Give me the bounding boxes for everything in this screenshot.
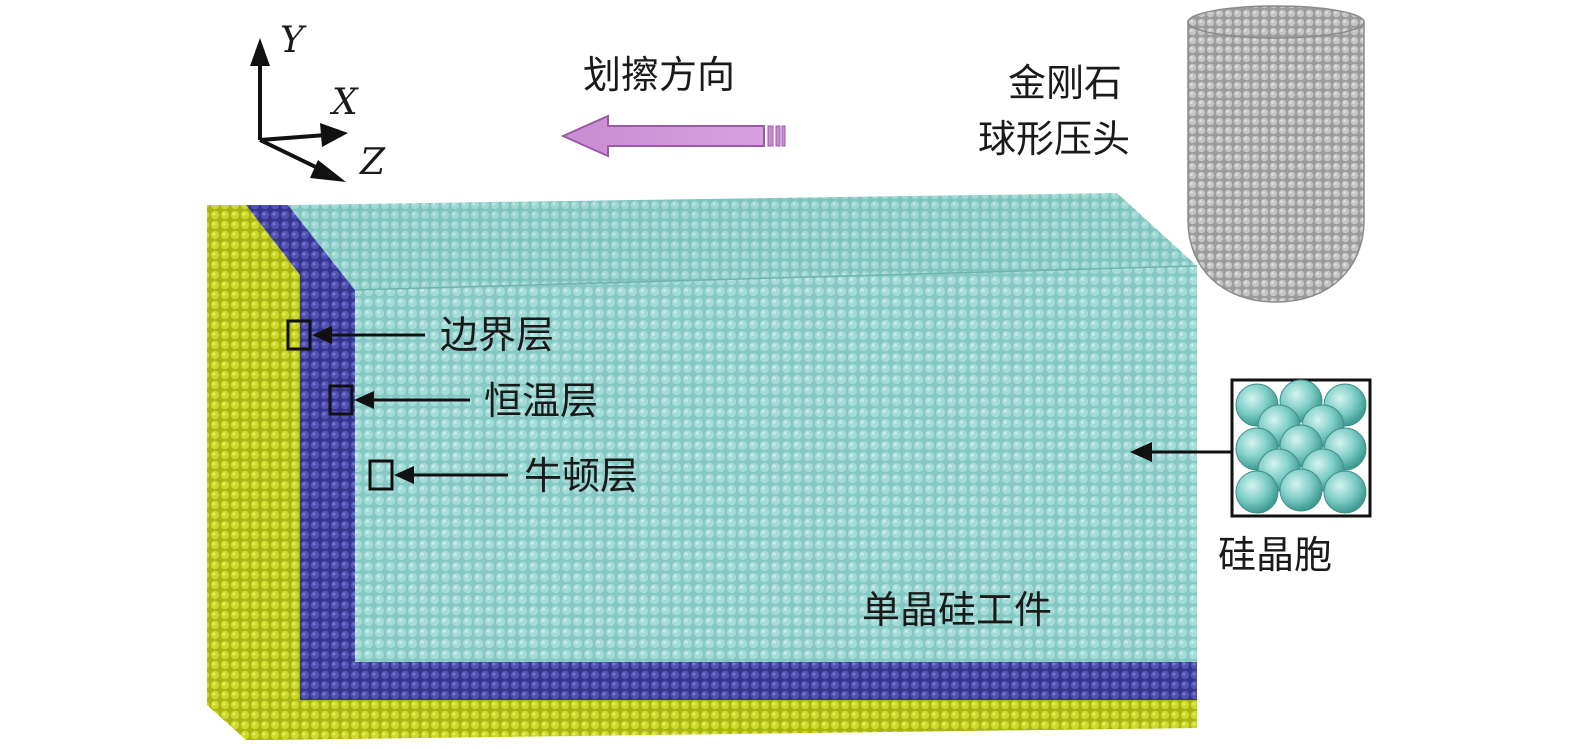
silicon-atom	[1279, 468, 1323, 512]
y-axis-arrowhead	[250, 38, 270, 66]
thermostat-layer-region	[246, 205, 1197, 700]
edge-line	[354, 265, 1198, 291]
x-axis-label: X	[329, 82, 359, 123]
diamond-indenter: 金刚石 球形压头	[978, 5, 1365, 303]
y-axis-label: Y	[280, 20, 307, 61]
z-axis-line	[259, 138, 327, 174]
newton-layer-arrowhead	[394, 466, 414, 484]
arrow-tail-stripe	[781, 125, 786, 147]
workpiece-label: 单晶硅工件	[862, 588, 1052, 632]
silicon-unit-cell: 硅晶胞	[1130, 378, 1372, 577]
newton-layer-top-face	[288, 193, 1197, 290]
thermostat-layer-marker	[328, 384, 354, 416]
z-axis-arrowhead	[310, 160, 346, 182]
unit-cell-arrowhead	[1130, 442, 1152, 462]
scratch-direction-label: 划擦方向	[583, 53, 735, 97]
indenter-body	[1187, 21, 1365, 303]
boundary-layer-side	[207, 205, 300, 740]
indenter-top	[1187, 5, 1365, 39]
newton-layer-label: 牛顿层	[524, 454, 638, 498]
layer-annotations: 边界层 恒温层 牛顿层	[286, 313, 638, 498]
silicon-workpiece: 单晶硅工件	[207, 193, 1198, 740]
boundary-layer-bottom	[246, 700, 1197, 740]
unit-cell-atoms	[1235, 379, 1367, 514]
thermostat-layer-label: 恒温层	[484, 379, 598, 423]
arrow-tail-stripe	[767, 125, 774, 147]
coordinate-axes: Y X Z	[250, 20, 386, 183]
silicon-atom	[1323, 470, 1367, 514]
boundary-layer-marker	[286, 319, 312, 351]
indenter-label-line1: 金刚石	[1008, 61, 1122, 105]
z-axis-label: Z	[359, 142, 386, 183]
arrow-tail-stripe	[775, 125, 781, 147]
unit-cell-label: 硅晶胞	[1218, 533, 1332, 577]
silicon-atom	[1235, 470, 1279, 514]
scratch-direction: 划擦方向	[560, 53, 786, 158]
thermostat-layer-arrowhead	[354, 391, 374, 409]
indenter-label-line2: 球形压头	[978, 117, 1130, 161]
boundary-layer-label: 边界层	[440, 313, 554, 357]
boundary-layer-arrowhead	[312, 326, 332, 344]
scratch-direction-arrow	[560, 114, 765, 158]
newton-layer-marker	[368, 459, 394, 491]
x-axis-arrowhead	[320, 123, 348, 147]
x-axis-line	[259, 133, 327, 142]
newton-layer-front-face	[355, 266, 1197, 662]
